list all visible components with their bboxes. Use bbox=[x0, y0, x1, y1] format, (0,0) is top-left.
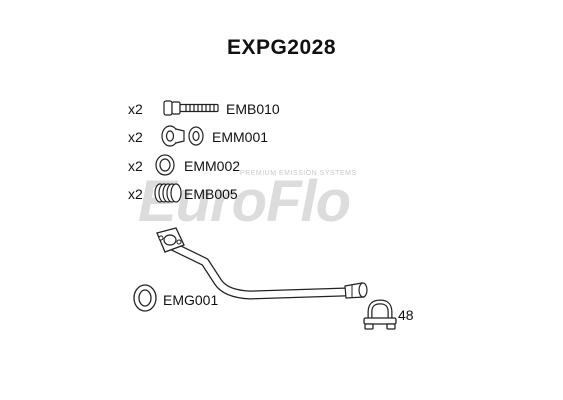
ring-icon bbox=[155, 154, 175, 176]
code-clamp: 48 bbox=[398, 307, 414, 323]
spring-icon bbox=[154, 183, 182, 203]
qty-emb005: x2 bbox=[128, 186, 143, 202]
spring-bush-icon bbox=[161, 125, 204, 147]
code-emg001: EMG001 bbox=[163, 292, 219, 308]
gasket-icon bbox=[133, 284, 157, 312]
qty-emm001: x2 bbox=[128, 129, 143, 145]
qty-emm002: x2 bbox=[128, 158, 143, 174]
code-emb005: EMB005 bbox=[184, 186, 238, 202]
qty-emb010: x2 bbox=[128, 101, 143, 117]
part-number-title: EXPG2028 bbox=[226, 36, 337, 59]
code-emm001: EMM001 bbox=[212, 129, 269, 145]
u-clamp-icon bbox=[363, 299, 397, 330]
code-emm002: EMM002 bbox=[184, 158, 241, 174]
front-pipe-icon bbox=[156, 227, 368, 300]
bolt-icon bbox=[163, 100, 219, 116]
code-emb010: EMB010 bbox=[226, 101, 280, 117]
watermark-tagline: PREMIUM EMISSION SYSTEMS bbox=[240, 170, 357, 177]
